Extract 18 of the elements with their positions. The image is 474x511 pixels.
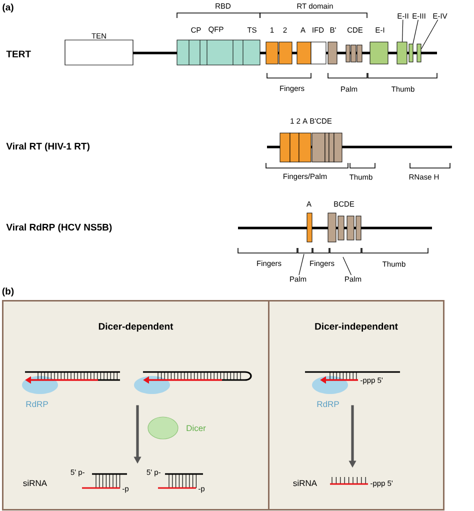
- leader-line: [420, 19, 438, 50]
- domain-box: [408, 44, 414, 62]
- leader-line: [402, 19, 404, 42]
- protein-name: Viral RdRP (HCV NS5B): [6, 224, 112, 232]
- enzyme-label: Dicer: [186, 424, 206, 432]
- enzyme-label: RdRP: [26, 400, 48, 408]
- domain-box: [416, 44, 422, 62]
- enzyme-label: RdRP: [317, 400, 339, 408]
- panel-letter: (b): [2, 288, 14, 296]
- rna-label: siRNA: [23, 480, 48, 486]
- leader-line: [412, 19, 418, 44]
- protein-name: Viral RT (HIV-1 RT): [6, 142, 90, 152]
- rna-label: siRNA: [293, 480, 318, 486]
- leader-line: [342, 256, 352, 276]
- panel-letter: (a): [2, 4, 14, 12]
- sirna-drawing: [330, 476, 368, 485]
- protein-name: TERT: [6, 50, 31, 58]
- leader-line: [298, 254, 304, 276]
